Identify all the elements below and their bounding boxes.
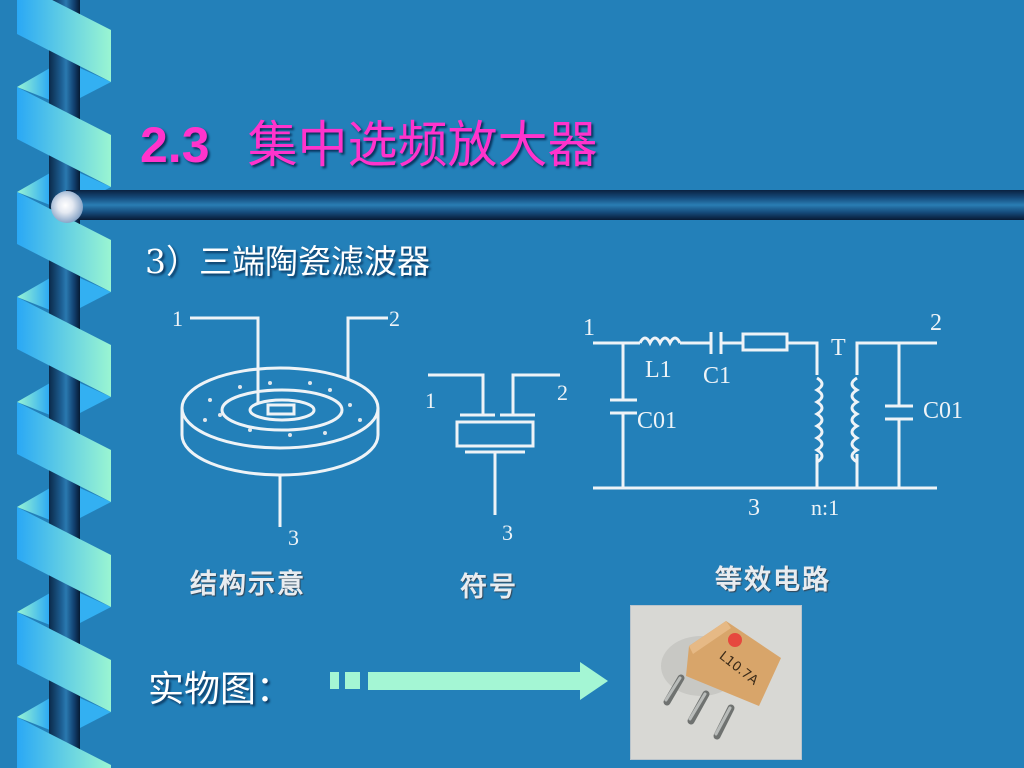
- c1-label: C1: [703, 363, 731, 389]
- c01-left-label: C01: [637, 408, 677, 434]
- subtitle: 3）三端陶瓷滤波器: [145, 242, 430, 281]
- component-photo: L10.7A: [630, 605, 802, 760]
- pin-1-label: 1: [583, 315, 595, 341]
- svg-text:2: 2: [389, 306, 400, 331]
- equivalent-circuit-caption: 等效电路: [715, 565, 831, 596]
- symbol-caption: 符号: [460, 572, 518, 603]
- equivalent-circuit-diagram: 1 2 3 L1 C1 C01 C01 T n:1: [575, 300, 995, 521]
- pin-2-label: 2: [930, 310, 942, 336]
- ribbon-decoration: [0, 0, 120, 768]
- ribbon-back-icon: [17, 68, 111, 730]
- svg-text:3: 3: [288, 525, 299, 550]
- l1-label: L1: [645, 357, 672, 383]
- pin-3-label: 3: [748, 495, 760, 520]
- photo-label: 实物图：: [148, 669, 293, 710]
- page-title: 2.3 集中选频放大器: [140, 105, 598, 177]
- pin-1-label: 1: [172, 306, 183, 331]
- ceramic-disc-icon: 1 2 3: [172, 306, 400, 550]
- arrow-right-icon: [330, 662, 608, 700]
- title-divider-bar: [66, 190, 1024, 220]
- symbol-diagram: 1 2 3: [420, 370, 580, 550]
- structure-diagram: 1 2 3: [160, 295, 400, 555]
- title-text: 集中选频放大器: [247, 116, 598, 174]
- filter-symbol-icon: 1 2 3: [425, 373, 568, 545]
- svg-text:3: 3: [502, 520, 513, 545]
- circuit-schematic-icon: 1 2 3 L1 C1 C01 C01 T n:1: [583, 310, 963, 521]
- ceramic-filter-photo-icon: L10.7A: [631, 606, 801, 759]
- structure-caption: 结构示意: [190, 569, 306, 600]
- svg-text:2: 2: [557, 380, 568, 405]
- transformer-label: T: [831, 335, 846, 361]
- ball-ornament-icon: [51, 191, 83, 223]
- c01-right-label: C01: [923, 398, 963, 424]
- svg-text:1: 1: [425, 388, 436, 413]
- ribbon-front-icon: [17, 0, 111, 768]
- ratio-label: n:1: [811, 495, 839, 520]
- section-number: 2.3: [140, 117, 210, 173]
